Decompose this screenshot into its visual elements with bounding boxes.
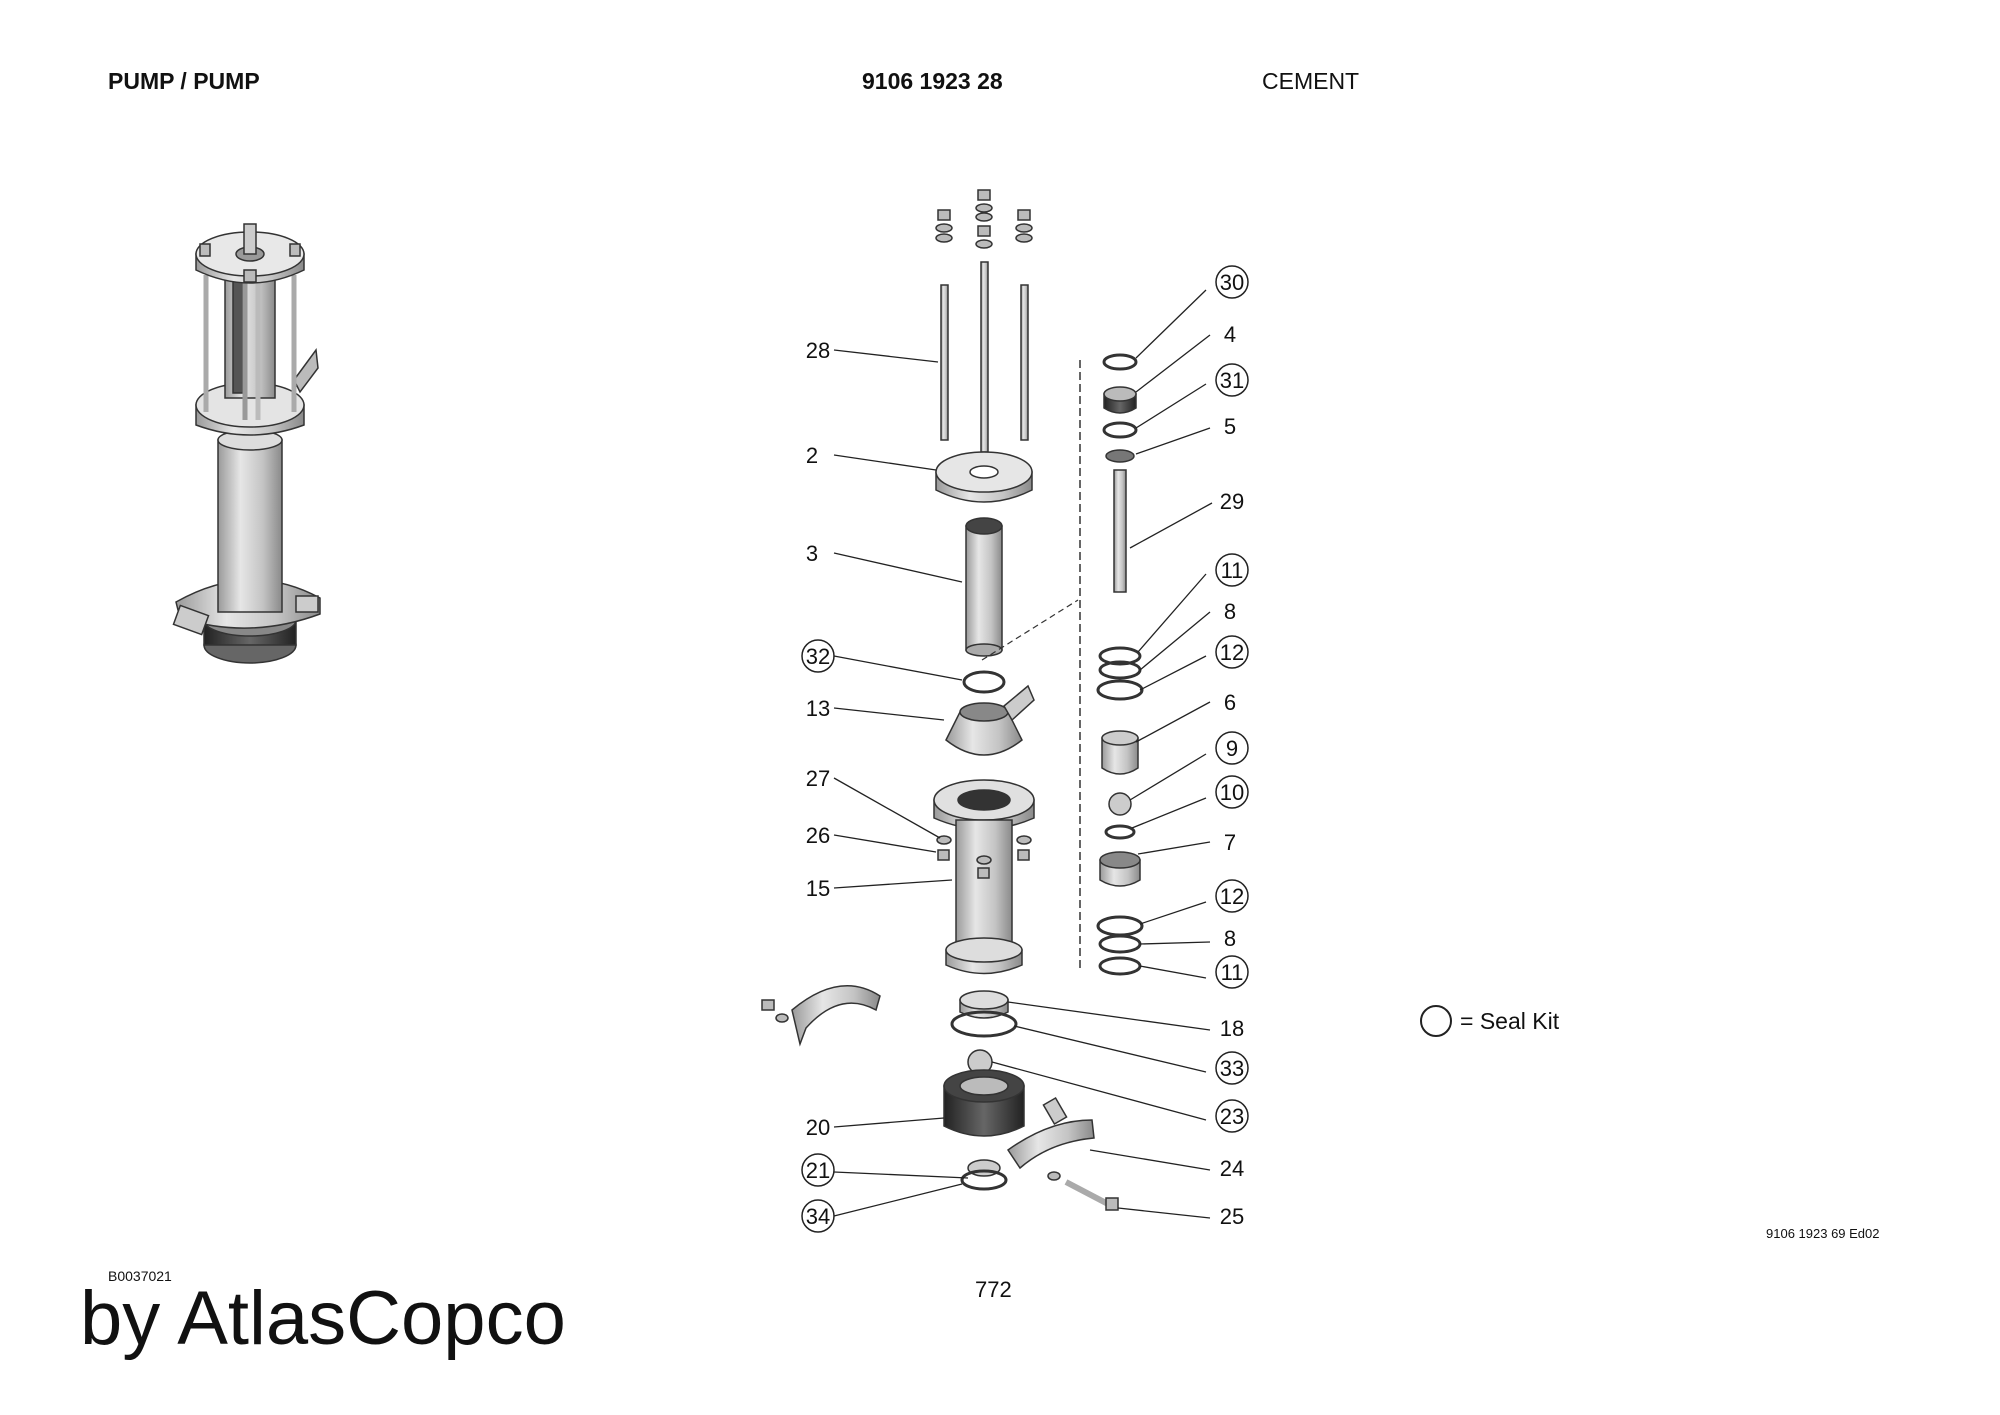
exploded-center-column — [761, 189, 1119, 1211]
callout-5: 5 — [1224, 414, 1236, 439]
callout-number: 26 — [806, 823, 830, 848]
category-label: CEMENT — [1262, 68, 1360, 94]
callout-number: 27 — [806, 766, 830, 791]
callout-25: 25 — [1220, 1204, 1244, 1229]
callout-number: 4 — [1224, 322, 1236, 347]
seal-kit-marker — [1215, 775, 1249, 809]
callout-number: 11 — [1221, 558, 1244, 583]
seal-kit-marker — [801, 1153, 835, 1187]
callout-number: 13 — [806, 696, 830, 721]
callout-32: 32 — [801, 639, 835, 673]
callout-9: 9 — [1215, 731, 1249, 765]
callout-number: 15 — [806, 876, 830, 901]
callout-21: 21 — [801, 1153, 835, 1187]
callout-34: 34 — [801, 1199, 835, 1233]
seal-kit-marker — [1215, 553, 1249, 587]
callout-number: 31 — [1220, 368, 1244, 393]
callout-number: 23 — [1220, 1104, 1244, 1129]
callout-number: 9 — [1226, 736, 1238, 761]
callout-31: 31 — [1215, 363, 1249, 397]
callout-number: 5 — [1224, 414, 1236, 439]
seal-kit-marker — [1215, 879, 1249, 913]
callout-number: 11 — [1221, 960, 1244, 985]
callout-number: 8 — [1224, 926, 1236, 951]
callout-24: 24 — [1220, 1156, 1244, 1181]
callout-number: 29 — [1220, 489, 1244, 514]
drawing-reference: B0037021 — [108, 1268, 172, 1284]
callout-11: 11 — [1215, 553, 1249, 587]
part-number: 9106 1923 28 — [862, 68, 1003, 94]
seal-kit-marker — [1215, 635, 1249, 669]
leader-lines — [833, 289, 1213, 1219]
callout-13: 13 — [806, 696, 830, 721]
callout-18: 18 — [1220, 1016, 1244, 1041]
callout-number: 18 — [1220, 1016, 1244, 1041]
callout-number: 30 — [1220, 270, 1244, 295]
callout-number: 10 — [1220, 780, 1244, 805]
callout-number: 21 — [806, 1158, 830, 1183]
callout-23: 23 — [1215, 1099, 1249, 1133]
callout-number: 34 — [806, 1204, 830, 1229]
page-number: 772 — [975, 1277, 1012, 1302]
callout-labels: 30 4 31 5 28 2 29 3 11 8 12 32 13 6 9 27 10 26 7 15 12 8 11 18 3… — [801, 265, 1249, 1233]
seal-kit-legend: = Seal Kit — [1420, 1005, 1559, 1037]
seal-kit-marker — [1215, 955, 1249, 989]
callout-12: 12 — [1215, 635, 1249, 669]
callout-number: 25 — [1220, 1204, 1244, 1229]
callout-10: 10 — [1215, 775, 1249, 809]
callout-33: 33 — [1215, 1051, 1249, 1085]
callout-number: 24 — [1220, 1156, 1244, 1181]
exploded-valve-stack — [1096, 353, 1144, 976]
callout-4: 4 — [1224, 322, 1236, 347]
seal-kit-marker — [1215, 363, 1249, 397]
callout-number: 6 — [1224, 690, 1236, 715]
callout-number: 12 — [1220, 884, 1244, 909]
callout-7: 7 — [1224, 830, 1236, 855]
callout-28: 28 — [806, 338, 830, 363]
callout-8: 8 — [1224, 599, 1236, 624]
document-reference: 9106 1923 69 Ed02 — [1766, 1226, 1880, 1241]
page-title: PUMP / PUMP — [108, 68, 260, 94]
callout-number: 28 — [806, 338, 830, 363]
callout-29: 29 — [1220, 489, 1244, 514]
callout-number: 33 — [1220, 1056, 1244, 1081]
brand-watermark: by AtlasCopco — [80, 1276, 566, 1361]
seal-kit-marker — [1215, 265, 1249, 299]
callout-27: 27 — [806, 766, 830, 791]
callout-2: 2 — [806, 443, 818, 468]
callout-26: 26 — [806, 823, 830, 848]
seal-kit-marker — [1215, 1099, 1249, 1133]
assembled-pump-illustration — [172, 223, 321, 664]
callout-number: 7 — [1224, 830, 1236, 855]
seal-kit-marker — [1215, 731, 1249, 765]
callout-11: 11 — [1215, 955, 1249, 989]
callout-3: 3 — [806, 541, 818, 566]
callout-15: 15 — [806, 876, 830, 901]
seal-kit-legend-text: = Seal Kit — [1460, 1007, 1560, 1034]
seal-kit-circle-icon — [1420, 1005, 1452, 1037]
callout-number: 12 — [1220, 640, 1244, 665]
callout-number: 32 — [806, 644, 830, 669]
callout-6: 6 — [1224, 690, 1236, 715]
seal-kit-marker — [1215, 1051, 1249, 1085]
callout-number: 2 — [806, 443, 818, 468]
callout-12: 12 — [1215, 879, 1249, 913]
callout-number: 3 — [806, 541, 818, 566]
callout-20: 20 — [806, 1115, 830, 1140]
seal-kit-marker — [801, 1199, 835, 1233]
callout-number: 20 — [806, 1115, 830, 1140]
seal-kit-marker — [801, 639, 835, 673]
callout-8: 8 — [1224, 926, 1236, 951]
callout-number: 8 — [1224, 599, 1236, 624]
callout-30: 30 — [1215, 265, 1249, 299]
